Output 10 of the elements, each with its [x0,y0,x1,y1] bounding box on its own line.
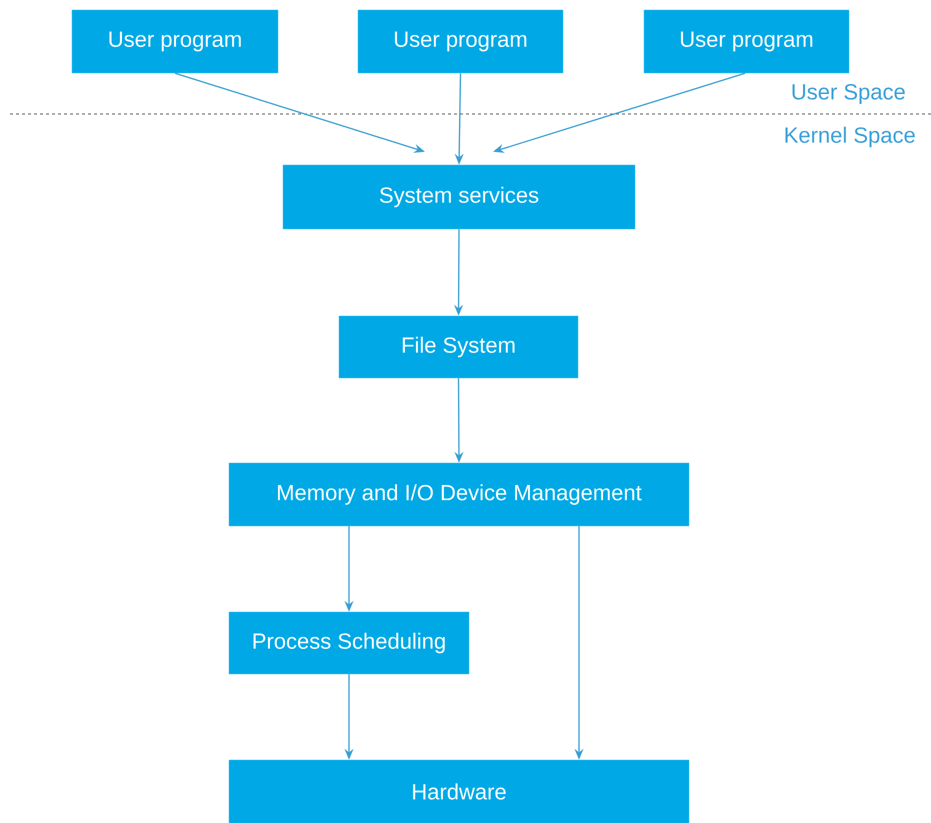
process-box: Hardware [228,760,690,823]
space-label: User Space [792,84,905,104]
process-box: User program [358,10,564,74]
process-box: User program [72,10,278,74]
process-box: Memory and I/O Device Management [228,462,690,526]
space-label: Kernel Space [786,126,915,148]
process-box: Process Scheduling [228,612,470,674]
process-box: System services [282,164,636,230]
process-box: User program [644,10,850,74]
process-box: File System [338,316,578,378]
